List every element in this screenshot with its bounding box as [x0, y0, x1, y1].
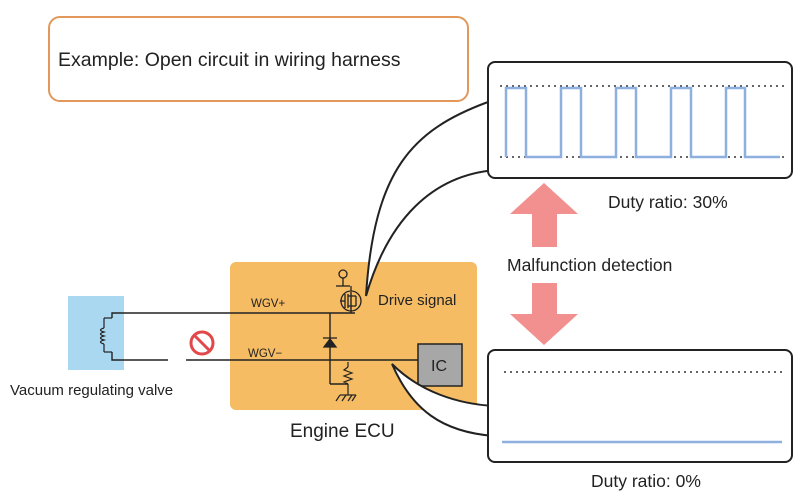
- arrow-up-icon: [510, 183, 578, 247]
- pwm-waveform-30: [504, 86, 780, 159]
- coil-symbol: [99, 317, 112, 353]
- prohibited-icon: [189, 330, 215, 356]
- waveform-box-normal: [487, 61, 793, 179]
- vacuum-valve-label: Vacuum regulating valve: [10, 382, 173, 399]
- example-text: Example: Open circuit in wiring harness: [58, 49, 401, 71]
- arrow-down-icon: [510, 283, 578, 345]
- resistor-symbol: [335, 362, 357, 402]
- mosfet-symbol: [336, 269, 362, 312]
- malfunction-detection-label: Malfunction detection: [507, 255, 672, 275]
- example-box: [48, 16, 469, 102]
- engine-ecu-label: Engine ECU: [290, 421, 395, 442]
- wgv-plus-label: WGV+: [251, 298, 285, 310]
- engine-ecu-box: [230, 262, 477, 410]
- duty-ratio-normal: Duty ratio: 30%: [608, 192, 728, 212]
- wgv-minus-label: WGV−: [248, 348, 282, 360]
- bubble-callout-top: [365, 101, 497, 297]
- ic-label: IC: [431, 358, 447, 375]
- waveform-box-fault: [487, 349, 793, 463]
- ic-block: [417, 343, 463, 387]
- wiring: [111, 292, 418, 385]
- drive-signal-label: Drive signal: [378, 292, 456, 309]
- diode-symbol: [322, 337, 338, 348]
- duty-ratio-fault: Duty ratio: 0%: [591, 471, 701, 491]
- vacuum-valve-body: [68, 296, 124, 370]
